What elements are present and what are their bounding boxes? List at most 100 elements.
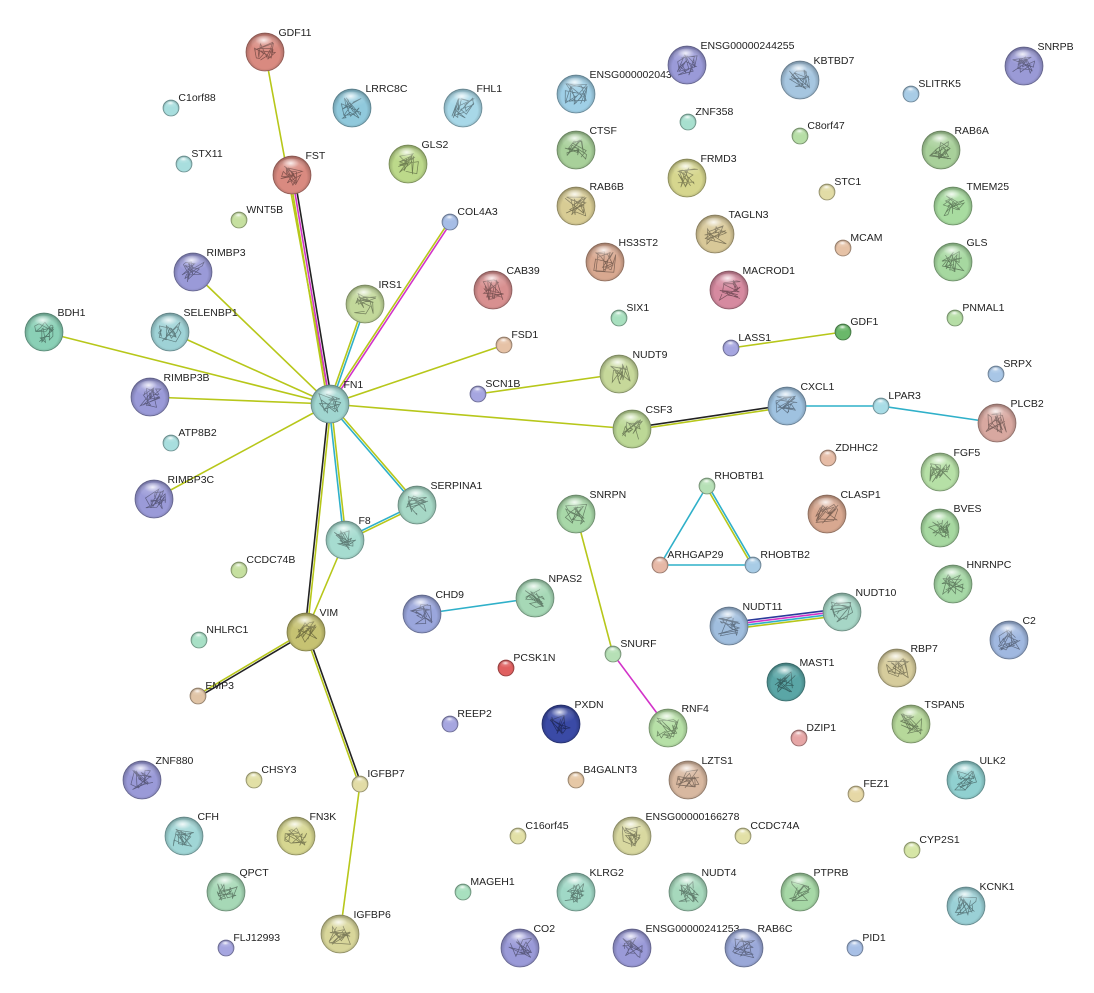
node-rhobtb2[interactable]: RHOBTB2	[744, 549, 810, 574]
node-scn1b[interactable]: SCN1B	[469, 378, 520, 403]
node-cxcl1[interactable]: CXCL1	[767, 381, 834, 426]
edge-bdh1-fn1[interactable]	[43, 331, 331, 405]
node-gdf1[interactable]: GDF1	[834, 316, 879, 341]
node-tmem25[interactable]: TMEM25	[933, 181, 1009, 226]
node-selenbp1[interactable]: SELENBP1	[150, 307, 238, 352]
node-ccdc74a[interactable]: CCDC74A	[734, 820, 799, 845]
node-nudt10[interactable]: NUDT10	[822, 587, 896, 632]
node-snrpb[interactable]: SNRPB	[1004, 41, 1074, 86]
node-reep2[interactable]: REEP2	[441, 708, 492, 733]
node-tspan5[interactable]: TSPAN5	[891, 699, 965, 744]
node-ctsf[interactable]: CTSF	[556, 125, 617, 170]
node-rab6b[interactable]: RAB6B	[556, 181, 624, 226]
node-cfh[interactable]: CFH	[164, 811, 219, 856]
node-emp3[interactable]: EMP3	[189, 680, 234, 705]
node-plcb2[interactable]: PLCB2	[977, 398, 1044, 443]
edge-vim-igfbp7[interactable]	[304, 631, 362, 785]
node-fhl1[interactable]: FHL1	[443, 83, 502, 128]
node-pcsk1n[interactable]: PCSK1N	[497, 652, 555, 677]
node-rimbp3c[interactable]: RIMBP3C	[134, 474, 215, 519]
edge-rimbp3b-fn1[interactable]	[149, 396, 331, 405]
node-atp8b2[interactable]: ATP8B2	[162, 427, 217, 452]
node-lass1[interactable]: LASS1	[722, 332, 771, 357]
node-kbtbd7[interactable]: KBTBD7	[780, 55, 854, 100]
edge-lpar3-plcb2[interactable]	[880, 405, 998, 424]
node-arhgap29[interactable]: ARHGAP29	[651, 549, 724, 574]
node-qpct[interactable]: QPCT	[206, 867, 269, 912]
node-nudt11[interactable]: NUDT11	[709, 601, 783, 646]
node-rnf4[interactable]: RNF4	[648, 703, 709, 748]
node-pxdn[interactable]: PXDN	[541, 699, 604, 744]
node-zdhhc2[interactable]: ZDHHC2	[819, 442, 878, 467]
node-serpina1[interactable]: SERPINA1	[397, 480, 483, 525]
node-bdh1[interactable]: BDH1	[24, 307, 86, 352]
node-tagln3[interactable]: TAGLN3	[695, 209, 769, 254]
node-fgf5[interactable]: FGF5	[920, 447, 980, 492]
node-f8[interactable]: F8	[325, 515, 371, 560]
node-znf358[interactable]: ZNF358	[679, 106, 733, 131]
node-hs3st2[interactable]: HS3ST2	[585, 237, 658, 282]
node-co2[interactable]: CO2	[500, 923, 555, 968]
node-igfbp6[interactable]: IGFBP6	[320, 909, 391, 954]
edge-scn1b-nudt9[interactable]	[477, 373, 620, 395]
node-bves[interactable]: BVES	[920, 503, 981, 548]
node-pnmal1[interactable]: PNMAL1	[946, 302, 1005, 327]
node-snrpn[interactable]: SNRPN	[556, 489, 626, 534]
node-rab6c[interactable]: RAB6C	[724, 923, 793, 968]
node-irs1[interactable]: IRS1	[345, 279, 402, 324]
node-b4galnt3[interactable]: B4GALNT3	[567, 764, 637, 789]
node-npas2[interactable]: NPAS2	[515, 573, 582, 618]
node-ensg00000166278[interactable]: ENSG00000166278	[612, 811, 740, 856]
node-ensg00000241253[interactable]: ENSG00000241253	[612, 923, 740, 968]
node-gls[interactable]: GLS	[933, 237, 987, 282]
node-nhlrc1[interactable]: NHLRC1	[190, 624, 249, 649]
node-fn3k[interactable]: FN3K	[276, 811, 336, 856]
node-dzip1[interactable]: DZIP1	[790, 722, 836, 747]
edge-vim-fn1[interactable]	[304, 403, 332, 633]
node-vim[interactable]: VIM	[286, 607, 338, 652]
edge-fst-fn1[interactable]	[289, 174, 333, 405]
node-ensg00000244255[interactable]: ENSG00000244255	[667, 40, 795, 85]
node-fez1[interactable]: FEZ1	[847, 778, 889, 803]
node-c16orf45[interactable]: C16orf45	[509, 820, 569, 845]
node-six1[interactable]: SIX1	[610, 302, 649, 327]
edge-csf3-fn1[interactable]	[329, 403, 633, 430]
edge-rhobtb1-arhgap29[interactable]	[659, 485, 708, 566]
edge-rimbp3-fn1[interactable]	[192, 271, 331, 405]
node-ccdc74b[interactable]: CCDC74B	[230, 554, 295, 579]
node-rhobtb1[interactable]: RHOBTB1	[698, 470, 764, 495]
edge-lass1-gdf1[interactable]	[730, 331, 844, 349]
node-gls2[interactable]: GLS2	[388, 139, 448, 184]
node-srpx[interactable]: SRPX	[987, 358, 1032, 383]
node-lzts1[interactable]: LZTS1	[668, 755, 733, 800]
node-kcnk1[interactable]: KCNK1	[946, 881, 1015, 926]
node-lrrc8c[interactable]: LRRC8C	[332, 83, 408, 128]
node-lpar3[interactable]: LPAR3	[872, 390, 921, 415]
node-c8orf47[interactable]: C8orf47	[791, 120, 845, 145]
node-c2[interactable]: C2	[989, 615, 1036, 660]
node-rimbp3[interactable]: RIMBP3	[173, 247, 246, 292]
node-stx11[interactable]: STX11	[175, 148, 223, 173]
node-rbp7[interactable]: RBP7	[877, 643, 938, 688]
node-mcam[interactable]: MCAM	[834, 232, 882, 257]
node-flj12993[interactable]: FLJ12993	[217, 932, 280, 957]
node-cyp2s1[interactable]: CYP2S1	[903, 834, 960, 859]
node-fn1[interactable]: FN1	[310, 379, 363, 424]
node-stc1[interactable]: STC1	[818, 176, 861, 201]
edge-rhobtb1-rhobtb2[interactable]	[705, 485, 755, 566]
node-csf3[interactable]: CSF3	[612, 404, 672, 449]
edge-selenbp1-fn1[interactable]	[169, 331, 331, 405]
node-igfbp7[interactable]: IGFBP7	[351, 768, 405, 793]
node-slitrk5[interactable]: SLITRK5	[902, 78, 961, 103]
edge-serpina1-fn1[interactable]	[328, 402, 419, 507]
node-snurf[interactable]: SNURF	[604, 638, 657, 663]
node-fst[interactable]: FST	[272, 150, 326, 195]
node-klrg2[interactable]: KLRG2	[556, 867, 624, 912]
node-clasp1[interactable]: CLASP1	[807, 489, 881, 534]
node-cab39[interactable]: CAB39	[473, 265, 540, 310]
node-rimbp3b[interactable]: RIMBP3B	[130, 372, 210, 417]
node-wnt5b[interactable]: WNT5B	[230, 204, 283, 229]
edge-rimbp3c-fn1[interactable]	[153, 403, 331, 500]
node-ptprb[interactable]: PTPRB	[780, 867, 848, 912]
node-ulk2[interactable]: ULK2	[946, 755, 1006, 800]
